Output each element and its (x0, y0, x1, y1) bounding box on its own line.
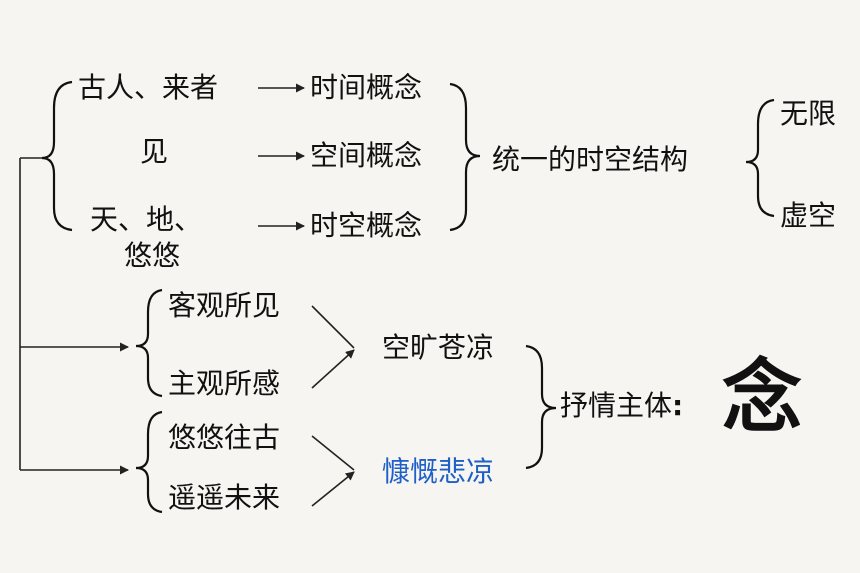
bottom-arrow-lower (311, 471, 355, 507)
keyword-nian: 念 (722, 351, 802, 444)
result-brace (525, 344, 557, 470)
bottom-arrow-upper (311, 435, 355, 471)
label-youyou: 悠悠 (124, 239, 181, 272)
item-subjective-felt: 主观所感 (168, 367, 281, 400)
middle-arrow-lower (311, 349, 355, 389)
conclusion-colon: : (672, 389, 684, 422)
concept-spacetime: 时空概念 (310, 209, 423, 242)
item-distant-future: 遥遥未来 (168, 481, 281, 514)
summary-spacetime-structure: 统一的时空结构 (492, 143, 689, 176)
middle-arrow-upper (311, 305, 355, 349)
label-tian-di: 天、地、 (90, 203, 203, 236)
branch-void: 虚空 (780, 199, 837, 232)
top-right-brace (449, 82, 481, 232)
result-desolate: 空旷苍凉 (382, 331, 495, 364)
branch-infinite: 无限 (780, 97, 837, 130)
result-impassioned-sorrow: 慷慨悲凉 (382, 455, 495, 488)
middle-brace (135, 288, 163, 398)
concept-time: 时间概念 (310, 71, 423, 104)
item-ancient-past: 悠悠往古 (168, 421, 281, 454)
conclusion-label: 抒情主体: (560, 392, 683, 420)
concept-space: 空间概念 (310, 139, 423, 172)
top-left-brace (41, 80, 73, 232)
conclusion-text: 抒情主体 (560, 389, 673, 422)
far-right-brace (745, 98, 775, 218)
label-jian: 见 (140, 135, 169, 168)
label-guren-laizhe: 古人、来者 (78, 71, 219, 104)
bottom-brace (135, 410, 163, 514)
item-objective-seen: 客观所见 (168, 289, 281, 322)
